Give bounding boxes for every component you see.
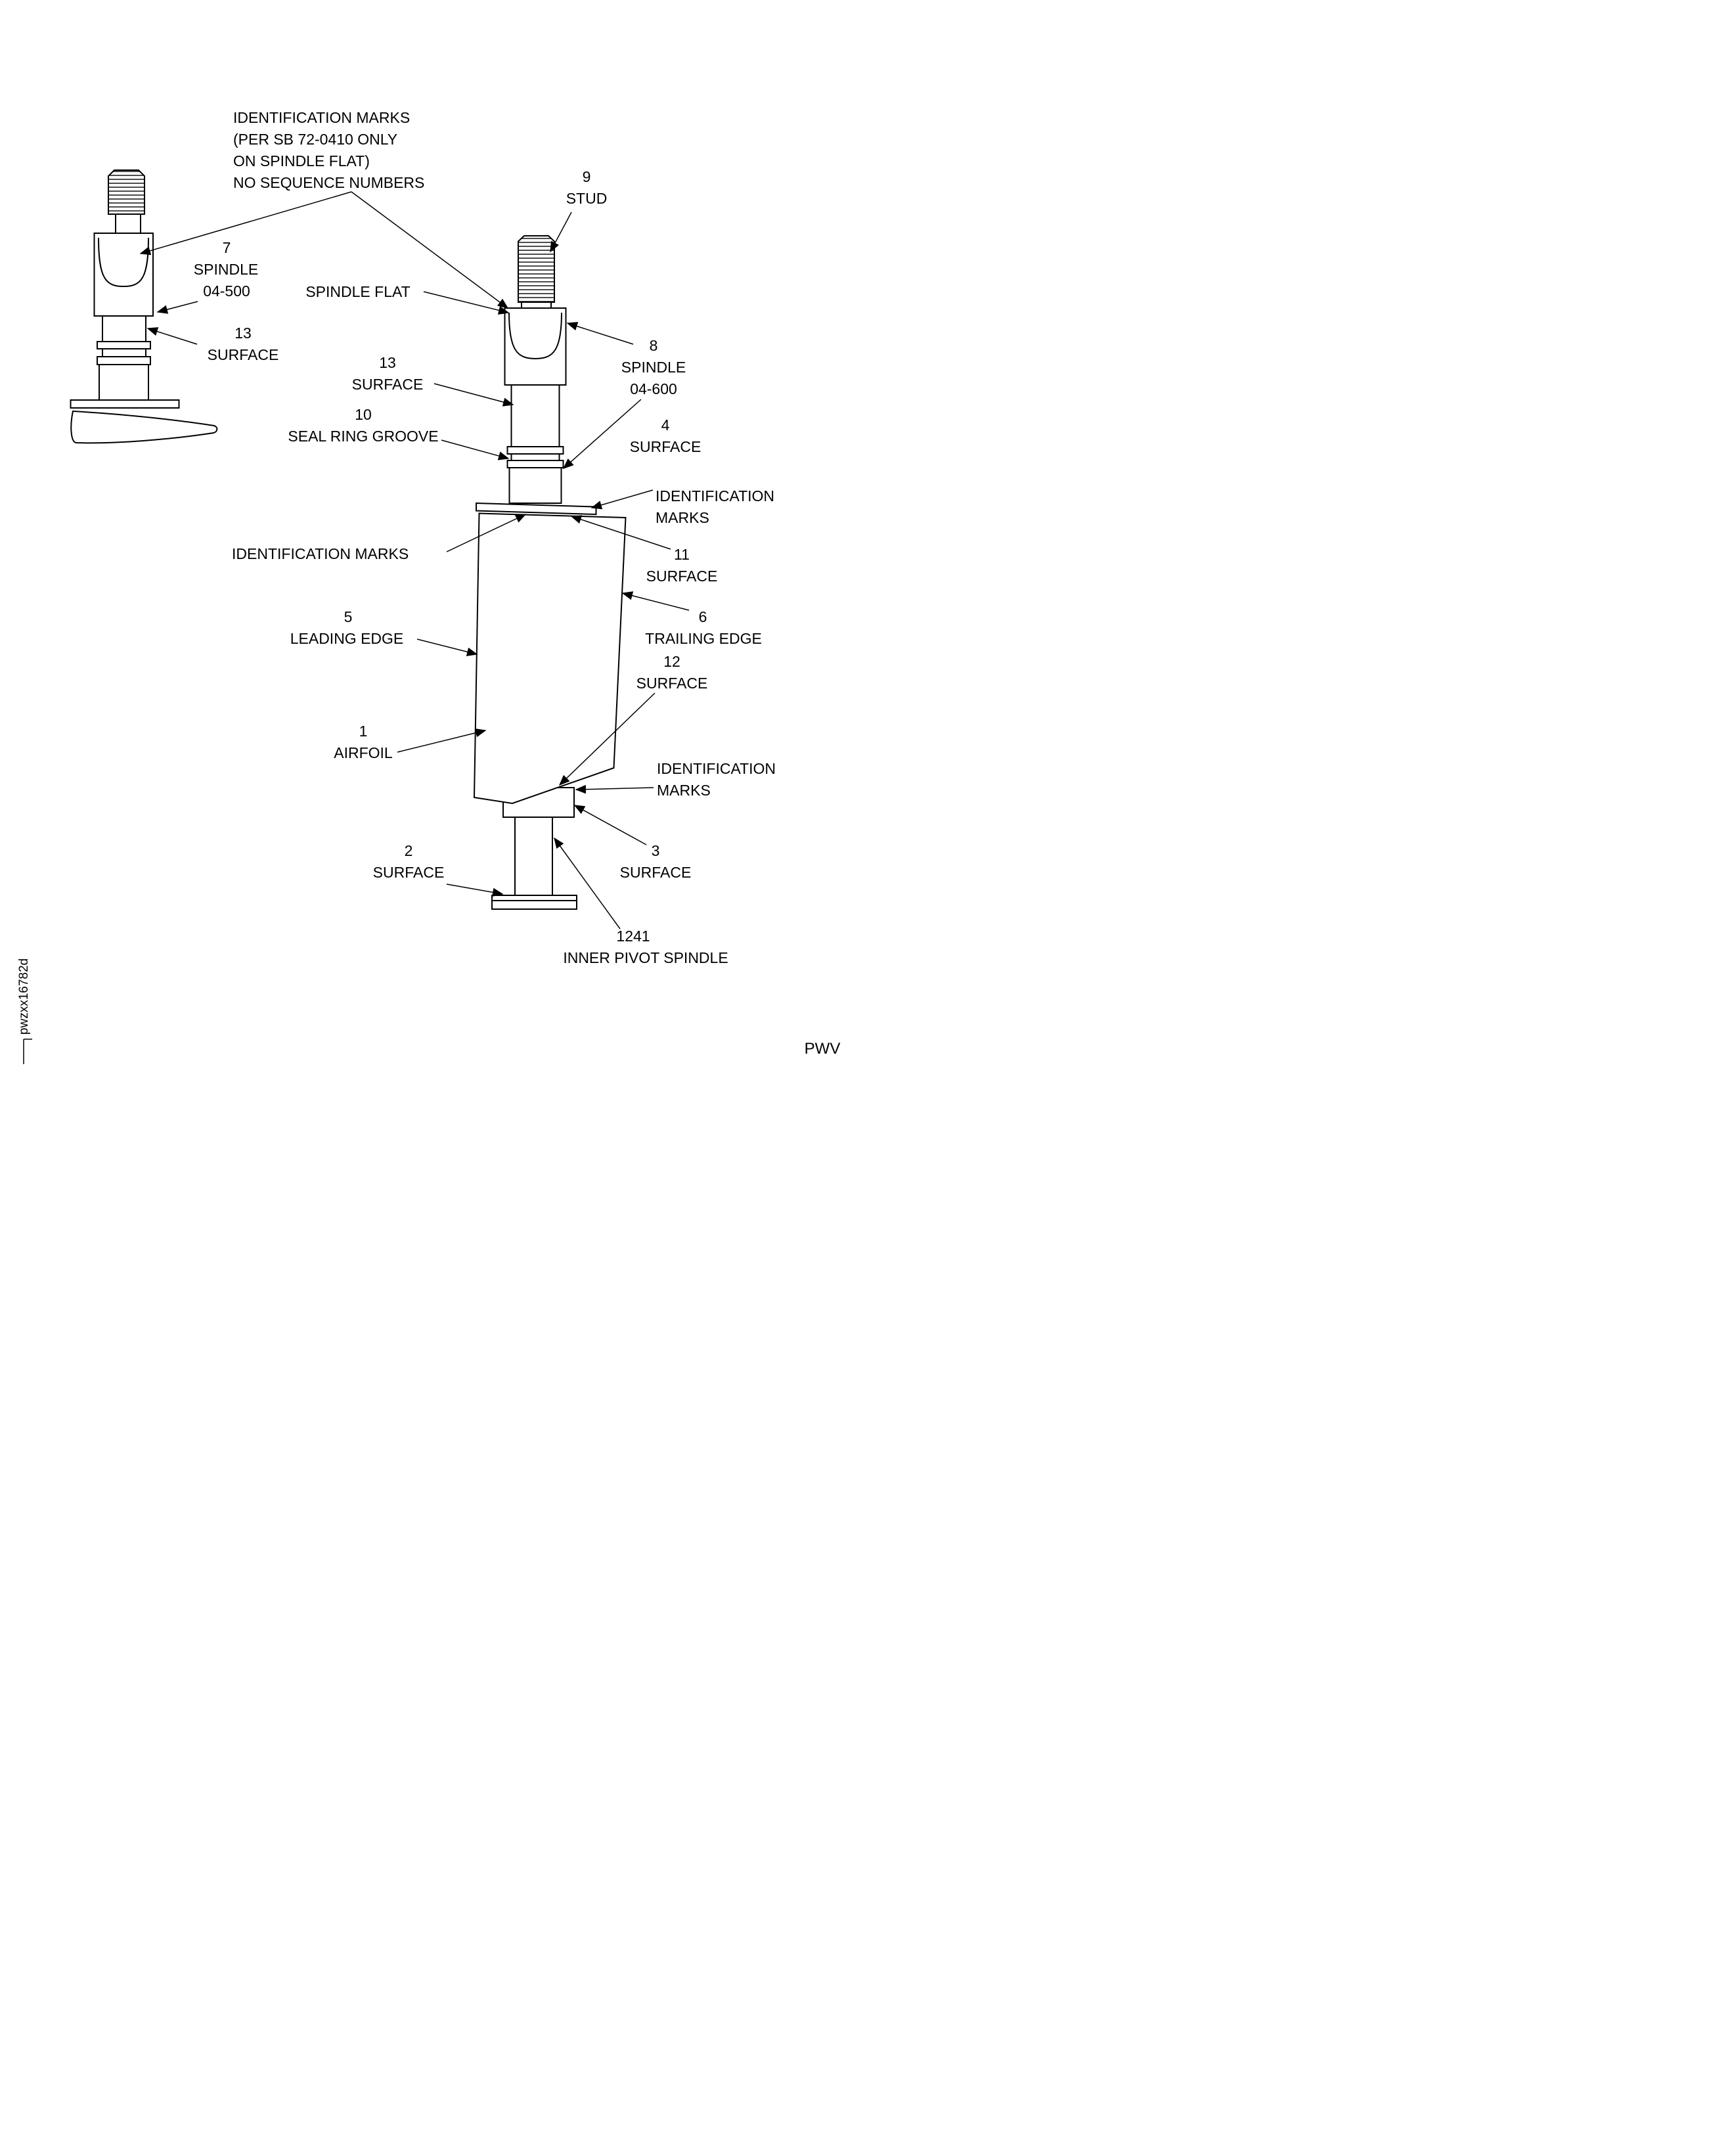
leader-surface-13-left [146,327,198,345]
inner-pivot-spindle-shaft [514,817,553,896]
leader-trailing-edge [621,591,690,611]
callout-surface-13-center-label: SURFACE [352,376,424,393]
blade-platform [476,502,597,516]
callout-id-marks-upper-right-line1: IDENTIFICATION [656,487,774,504]
leader-spindle-flat [423,291,510,315]
small-stud-thread [108,169,145,215]
leader-leading-edge [416,638,478,656]
callout-id-marks-left-label: IDENTIFICATION MARKS [232,545,409,562]
callout-leading-edge-label: LEADING EDGE [290,630,404,647]
callout-spindle-main-label: SPINDLE [621,359,686,376]
small-spindle-part-drawing [70,169,218,444]
callout-surface-12-number: 12 [663,653,680,670]
main-seal-ring-2 [506,460,564,468]
leader-seal-ring-groove [441,439,510,460]
leader-spindle-04-600 [566,322,634,345]
leader-surface-3 [573,805,647,845]
callout-surface-3-label: SURFACE [620,864,692,881]
small-spindle-flat-curve [98,237,149,288]
diagram-canvas: IDENTIFICATION MARKS (PER SB 72-0410 ONL… [17,109,840,1064]
callout-stud-number: 9 [583,168,591,185]
callout-inner-pivot-spindle-number: 1241 [616,928,650,945]
callout-inner-pivot-spindle-label: INNER PIVOT SPINDLE [563,949,728,966]
main-stud-neck [521,302,552,309]
callout-surface-13-center-number: 13 [379,354,396,371]
small-flange [70,399,180,409]
figure-code-bracket [23,1039,32,1064]
main-lower-block [508,467,562,504]
main-seal-ring-1 [506,446,564,455]
callout-surface-4-number: 4 [661,416,670,434]
leader-note-to-small-spindle [139,191,352,256]
figure-code: pwzxx16782d [17,958,31,1035]
leader-stud [550,212,572,253]
main-blade-assembly-drawing [473,235,627,910]
footer-mark: PWV [805,1040,841,1058]
note-line-1: IDENTIFICATION MARKS [233,109,410,126]
callout-leading-edge-number: 5 [344,608,353,625]
callout-seal-ring-groove-number: 10 [355,406,372,423]
note-line-2: (PER SB 72-0410 ONLY [233,131,397,148]
note-line-4: NO SEQUENCE NUMBERS [233,174,424,191]
callout-trailing-edge-number: 6 [699,608,707,625]
main-shaft [510,384,560,468]
leader-id-marks-left [446,514,527,552]
callout-spindle-main-number: 8 [650,337,658,354]
callout-seal-ring-groove-label: SEAL RING GROOVE [288,428,438,445]
inner-pivot-spindle-flange [491,895,577,910]
callout-surface-13-left-label: SURFACE [208,346,279,363]
technical-diagram: IDENTIFICATION MARKS (PER SB 72-0410 ONL… [0,0,868,1075]
leader-surface-13-center [434,383,514,407]
main-stud-thread [518,235,555,303]
leader-arrows [139,191,690,929]
leader-id-marks-upper-right [590,489,654,510]
callout-spindle-small-number: 7 [223,239,231,256]
note-line-3: ON SPINDLE FLAT) [233,152,370,169]
callout-airfoil-number: 1 [359,723,368,740]
callout-surface-11-number: 11 [674,546,690,563]
leader-surface-4 [562,399,642,469]
leader-note-to-main-spindle-flat [351,191,509,309]
leader-airfoil [397,728,487,753]
callout-id-marks-lower-right-line2: MARKS [657,782,711,799]
callout-surface-4-label: SURFACE [630,438,701,455]
callout-stud-label: STUD [566,190,608,207]
callout-spindle-flat-label: SPINDLE FLAT [305,283,410,300]
callout-surface-12-label: SURFACE [636,675,708,692]
callout-id-marks-lower-right-line1: IDENTIFICATION [657,760,776,777]
callout-surface-2-label: SURFACE [373,864,445,881]
leader-inner-pivot-spindle [554,837,621,929]
callout-airfoil-label: AIRFOIL [334,744,393,761]
small-seal-ring-2 [97,356,151,365]
leader-id-marks-lower-right [575,784,654,794]
callout-id-marks-upper-right-line2: MARKS [656,509,709,526]
main-spindle-flat-curve [508,312,562,360]
callout-surface-11-label: SURFACE [646,568,718,585]
small-stud-neck [115,213,141,234]
callout-spindle-small-label: SPINDLE [194,261,258,278]
small-lower-block [99,364,149,401]
callout-surface-2-number: 2 [405,842,413,859]
small-seal-ring-1 [97,341,151,349]
leader-spindle-04-500 [156,301,198,314]
callout-trailing-edge-label: TRAILING EDGE [645,630,762,647]
callout-spindle-main-sublabel: 04-600 [630,380,677,397]
diagram-labels: IDENTIFICATION MARKS (PER SB 72-0410 ONL… [17,109,840,1064]
leader-surface-11 [570,515,671,550]
leader-surface-12 [558,692,656,786]
callout-spindle-small-sublabel: 04-500 [203,282,250,300]
airfoil-outline [473,512,627,805]
callout-surface-13-left-number: 13 [234,325,252,342]
leader-surface-2 [446,884,504,897]
small-blade-cross-section [70,410,218,444]
callout-surface-3-number: 3 [652,842,660,859]
